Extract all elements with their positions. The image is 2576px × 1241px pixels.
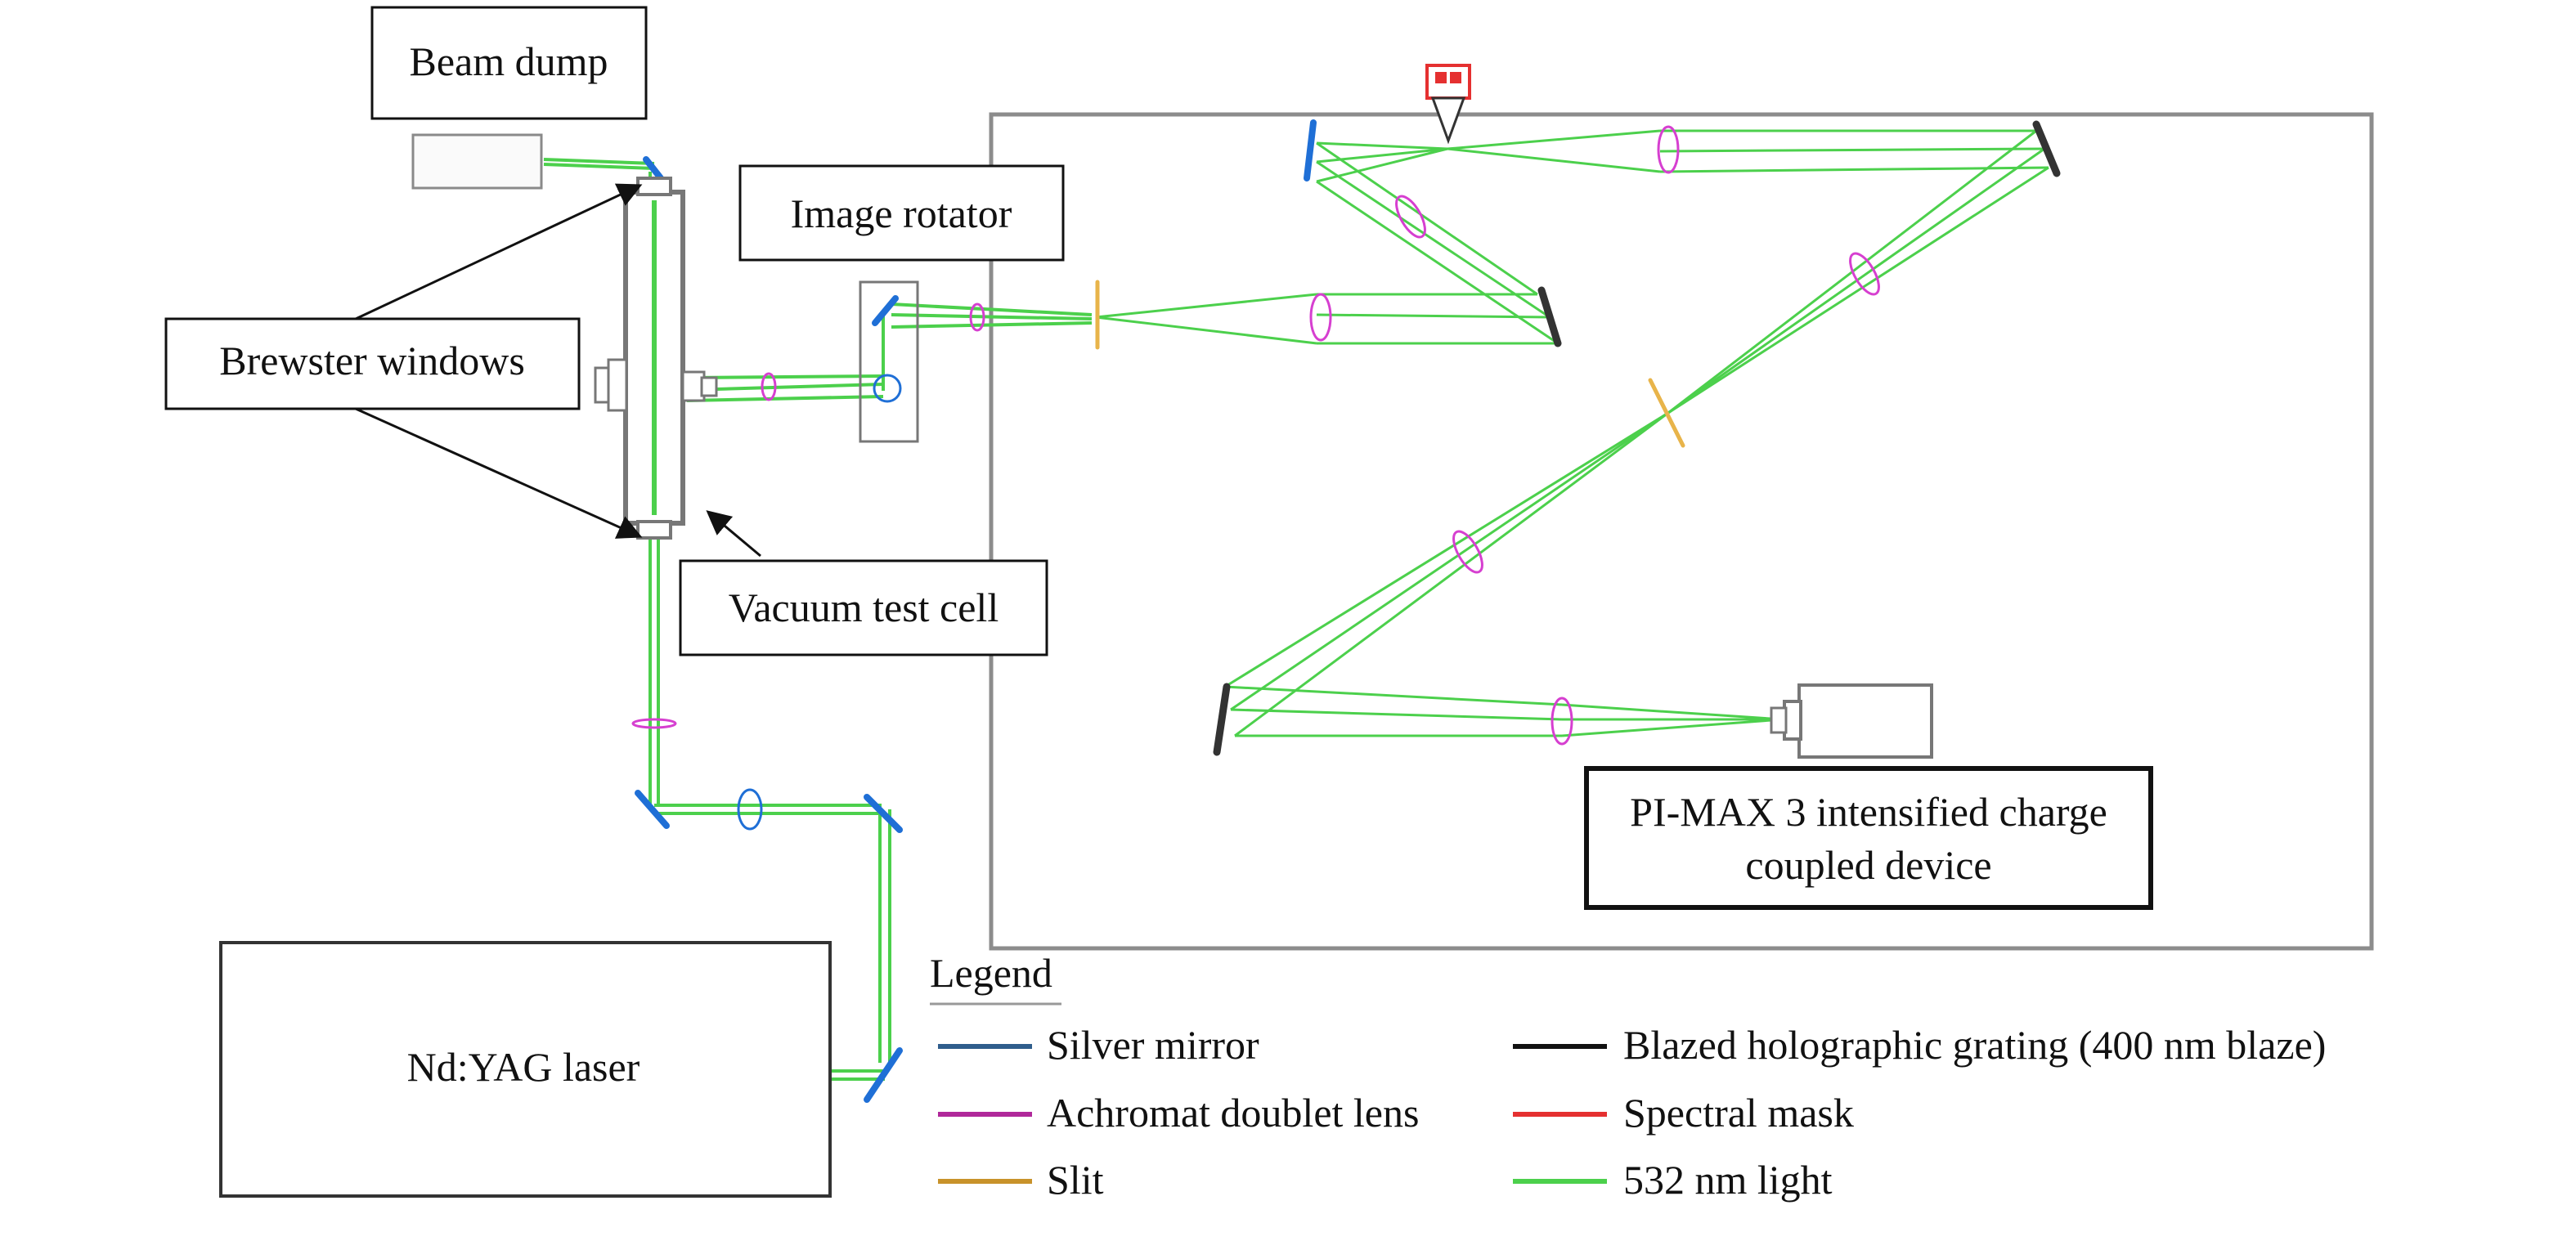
pimax-label-line1: PI-MAX 3 intensified charge [1630, 789, 2107, 835]
lens-spectro-5 [1452, 530, 1483, 574]
label-pimax: PI-MAX 3 intensified charge coupled devi… [1584, 766, 2153, 910]
image-rotator-label: Image rotator [791, 190, 1012, 236]
lens-spectro-1 [1309, 293, 1332, 342]
spectrometer-beam-path [1095, 129, 2049, 737]
legend-item-label: Silver mirror [1047, 1022, 1259, 1068]
mirror-top [643, 156, 664, 181]
grating-3 [1213, 683, 1231, 756]
silver-mirrors [635, 119, 1317, 1103]
lens-spectro-4 [1849, 252, 1880, 296]
legend-item-label: Spectral mask [1623, 1090, 1854, 1136]
arrow-brewster-bottom [355, 407, 643, 539]
grating-1 [1537, 286, 1562, 347]
grating-2 [2032, 120, 2061, 177]
label-vacuum-cell: Vacuum test cell [679, 559, 1048, 656]
legend-item-label: Achromat doublet lens [1047, 1090, 1419, 1136]
legend-item-label: Blazed holographic grating (400 nm blaze… [1623, 1022, 2326, 1068]
lens-spectro-3 [1657, 125, 1680, 174]
label-beam-dump: Beam dump [370, 6, 648, 120]
camera-body [1770, 683, 1933, 759]
lens-spectro-2 [1395, 195, 1426, 239]
label-brewster: Brewster windows [164, 317, 581, 410]
legend-item-label: Slit [1047, 1157, 1104, 1203]
legend-item-label: 532 nm light [1623, 1157, 1833, 1203]
vacuum-test-cell [594, 177, 718, 540]
label-ndyag: Nd:YAG laser [219, 941, 832, 1198]
callout-arrows [355, 183, 761, 558]
arrow-vacuum-cell [706, 510, 761, 558]
slit-intermediate [1648, 378, 1685, 448]
slits [1095, 280, 1685, 448]
rotator-prism [873, 374, 902, 403]
beam-dump-label: Beam dump [409, 38, 608, 84]
arrow-brewster-top [355, 183, 643, 320]
legend-title: Legend [930, 950, 1052, 996]
mirror-turn-right [864, 794, 903, 833]
brewster-windows-label: Brewster windows [219, 338, 525, 383]
lens-path-1 [631, 718, 677, 729]
mirror-laser-out [864, 1047, 903, 1103]
spectral-mask [1425, 64, 1471, 145]
spectrometer-enclosure [989, 112, 2374, 951]
label-image-rotator: Image rotator [738, 164, 1065, 262]
mirror-spectro-top-left [1304, 119, 1317, 181]
vacuum-test-cell-label: Vacuum test cell [729, 585, 999, 630]
lens-rotator-out [969, 302, 985, 332]
lens-spectro-6 [1551, 697, 1573, 746]
mirror-turn-left [635, 790, 670, 829]
lens-cell-port [761, 372, 777, 401]
achromat-lenses [631, 125, 1880, 746]
lens-blue-path [737, 788, 763, 831]
ndyag-laser-label: Nd:YAG laser [407, 1044, 640, 1090]
laser-beam-path [543, 158, 1093, 1081]
mirror-rotator [872, 295, 899, 326]
image-rotator-body [859, 280, 919, 443]
beam-dump-body [411, 133, 543, 190]
pimax-label-line2: coupled device [1745, 842, 1991, 888]
gratings [1213, 120, 2061, 756]
